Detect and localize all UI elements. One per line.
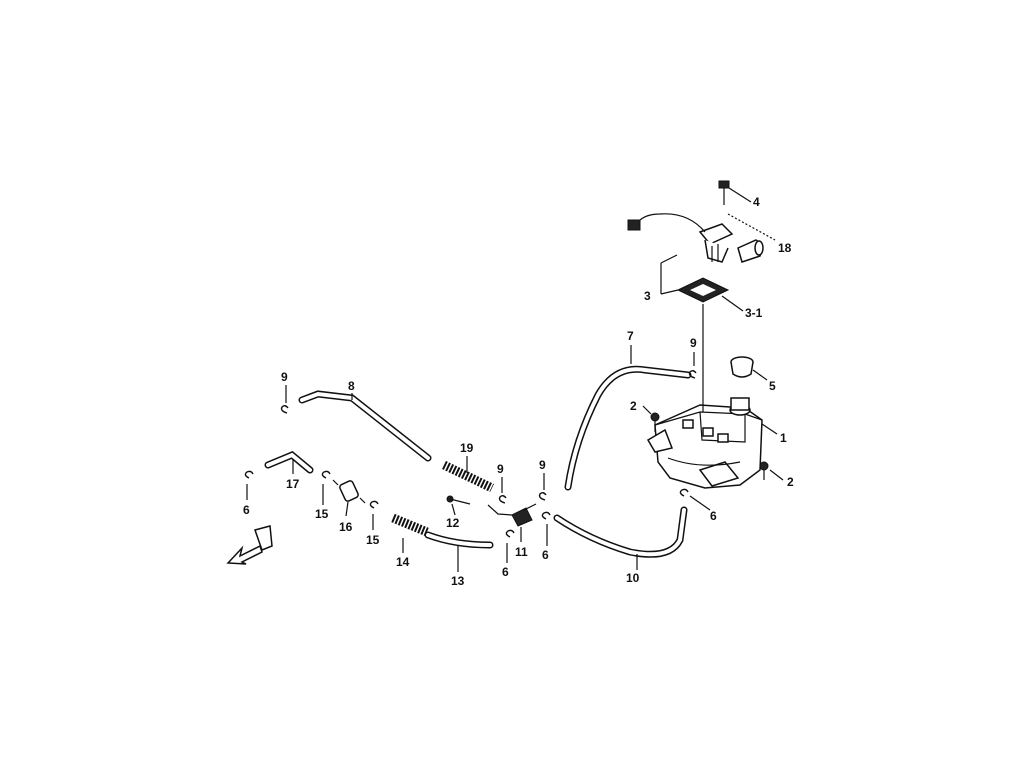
- screw-2-upper: [650, 412, 660, 432]
- spring-19: [442, 460, 494, 493]
- hose-10: [553, 506, 688, 558]
- label-18: 18: [778, 241, 792, 255]
- clip-6-right: [541, 511, 551, 520]
- label-9-right: 9: [539, 458, 546, 472]
- label-9-left: 9: [281, 370, 288, 384]
- gasket: [676, 277, 730, 303]
- label-3-1: 3-1: [745, 306, 763, 320]
- fuel-tank: [646, 397, 763, 489]
- clip-9-right: [538, 492, 547, 501]
- label-5: 5: [769, 379, 776, 393]
- fuel-filter: [332, 479, 366, 504]
- label-3: 3: [644, 289, 651, 303]
- label-17: 17: [286, 477, 300, 491]
- label-16: 16: [339, 520, 353, 534]
- label-15-left: 15: [315, 507, 329, 521]
- callout-labels: 4 18 3 3-1 7 9 5 2 1 2 6 10 9 8 19 9 9 1…: [243, 195, 794, 588]
- hose-7: [564, 365, 692, 491]
- label-11: 11: [515, 545, 528, 559]
- label-10: 10: [626, 571, 640, 585]
- label-15-right: 15: [366, 533, 380, 547]
- label-9-tank: 9: [690, 336, 697, 350]
- label-2-upper: 2: [630, 399, 637, 413]
- leader-lines: [246, 187, 784, 572]
- clip-15-right: [369, 500, 379, 509]
- screw-4: [718, 180, 730, 205]
- label-14: 14: [396, 555, 410, 569]
- label-2-lower: 2: [787, 475, 794, 489]
- spring-14: [391, 513, 429, 537]
- bracket: [254, 525, 273, 551]
- label-6-mid: 6: [502, 565, 509, 579]
- part-12: [446, 495, 471, 505]
- screw-2-lower: [759, 461, 769, 480]
- pipe-17: [264, 450, 314, 474]
- label-6-right: 6: [542, 548, 549, 562]
- label-4: 4: [753, 195, 760, 209]
- hose-13: [424, 531, 494, 549]
- clip-15-left: [321, 470, 331, 479]
- label-8: 8: [348, 379, 355, 393]
- label-12: 12: [446, 516, 460, 530]
- clip-6-mid: [505, 529, 515, 538]
- fuel-sender-unit: [627, 213, 764, 263]
- clip-6-left: [244, 470, 254, 479]
- label-13: 13: [451, 574, 465, 588]
- label-19: 19: [460, 441, 474, 455]
- fuel-cock: [487, 503, 537, 527]
- clip-6-tank: [679, 488, 689, 497]
- label-9-mid: 9: [497, 462, 504, 476]
- leader-18: [727, 213, 776, 241]
- fuel-cap: [730, 356, 754, 378]
- clip-9-tank: [688, 370, 697, 379]
- label-6-left: 6: [243, 503, 250, 517]
- label-6-tank: 6: [710, 509, 717, 523]
- label-7: 7: [627, 329, 634, 343]
- label-1: 1: [780, 431, 787, 445]
- clip-9-left: [280, 405, 289, 414]
- clip-9-mid: [498, 495, 507, 504]
- direction-arrow-icon: [226, 544, 263, 565]
- pipe-8: [298, 390, 432, 462]
